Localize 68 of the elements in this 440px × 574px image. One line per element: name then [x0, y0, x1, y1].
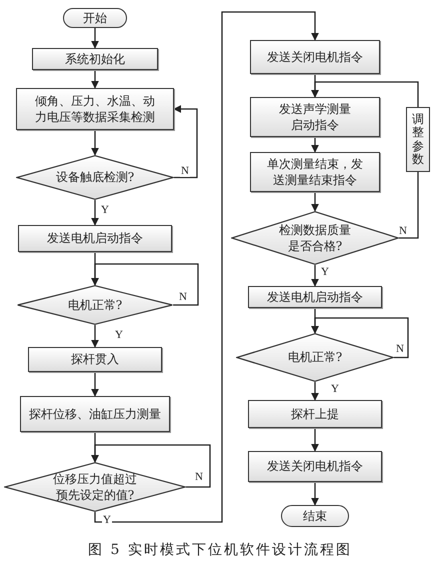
- decision-text: 位移压力值超过预先设定的值?: [52, 470, 138, 504]
- arrow: [311, 81, 419, 107]
- arrow: [91, 263, 199, 306]
- decision-text: 设备触底检测?: [56, 169, 134, 186]
- edge-label: N: [398, 226, 408, 237]
- arrow: [173, 105, 198, 178]
- arrow: [311, 382, 319, 401]
- step-text: 探杆贯入: [71, 351, 119, 368]
- process-box: [32, 48, 158, 70]
- decision-text: 检测数据质量是否合格?: [278, 222, 352, 254]
- step-text: 探杆上提: [291, 406, 339, 422]
- step-text: 发送关闭电机指令: [267, 48, 363, 66]
- decision-diamond: [236, 333, 394, 382]
- step-text: 发送电机启动指令: [267, 288, 363, 306]
- edge-label: N: [395, 344, 405, 355]
- arrow: [311, 482, 319, 506]
- edge-label: Y: [320, 267, 330, 278]
- figure-caption: 图 5 实时模式下位机软件设计流程图: [87, 541, 353, 560]
- process-box: [248, 286, 382, 308]
- edge-label: N: [180, 166, 190, 177]
- step-text: 探杆位移、油缸压力测量: [29, 406, 161, 422]
- arrow: [91, 70, 99, 89]
- decision-diamond: [16, 155, 174, 200]
- arrow: [311, 317, 409, 358]
- arrow: [91, 325, 99, 348]
- process-box: [248, 400, 382, 428]
- step-text: 系统初始化: [65, 50, 125, 68]
- step-text: 单次测量结束，发送测量结束指令: [266, 156, 364, 188]
- process-box: [406, 107, 430, 172]
- arrow: [91, 28, 99, 49]
- edge-label: Y: [100, 205, 110, 216]
- arrow: [311, 428, 319, 452]
- terminal-text: 开始: [83, 10, 107, 26]
- arrow: [94, 11, 319, 523]
- edge-label: Y: [114, 330, 124, 341]
- connector-line: [399, 172, 419, 239]
- arrow: [311, 137, 319, 153]
- decision-diamond: [4, 462, 186, 512]
- process-box: [250, 40, 380, 74]
- process-box: [248, 451, 382, 482]
- process-box: [250, 152, 380, 192]
- step-text: 发送电机启动指令: [47, 230, 143, 247]
- arrow: [91, 200, 99, 226]
- process-box: [16, 88, 174, 130]
- decision-text: 电机正常?: [68, 296, 122, 314]
- edge-label: N: [178, 292, 188, 303]
- arrow: [91, 372, 99, 397]
- step-text: 发送关闭电机指令: [267, 458, 363, 475]
- step-text: 发送声学测量启动指令: [278, 100, 352, 134]
- terminal-box: [281, 505, 349, 527]
- edge-label: Y: [102, 515, 112, 526]
- decision-diamond: [17, 285, 173, 325]
- process-box: [28, 347, 162, 372]
- arrow: [311, 265, 319, 287]
- decision-diamond: [231, 211, 399, 265]
- edge-label: N: [194, 472, 204, 483]
- terminal-box: [63, 8, 127, 28]
- arrow: [311, 192, 319, 212]
- process-box: [18, 225, 172, 252]
- process-box: [250, 97, 380, 137]
- terminal-text: 结束: [303, 508, 327, 524]
- step-text: 调整参数: [412, 113, 424, 166]
- arrow: [91, 130, 99, 156]
- arrow: [91, 444, 211, 488]
- decision-text: 电机正常?: [288, 349, 342, 366]
- step-text: 倾角、压力、水温、动力电压等数据采集检测: [34, 92, 156, 126]
- edge-label: Y: [330, 384, 340, 395]
- process-box: [20, 396, 170, 432]
